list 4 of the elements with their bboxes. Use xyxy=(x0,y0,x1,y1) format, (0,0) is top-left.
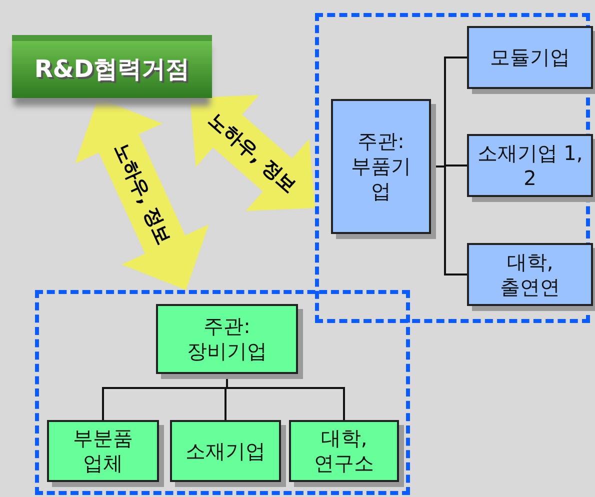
double-arrow xyxy=(75,98,209,290)
banner: R&D협력거점 xyxy=(12,35,212,98)
double-arrow xyxy=(190,95,315,211)
dashed-region xyxy=(35,290,410,495)
